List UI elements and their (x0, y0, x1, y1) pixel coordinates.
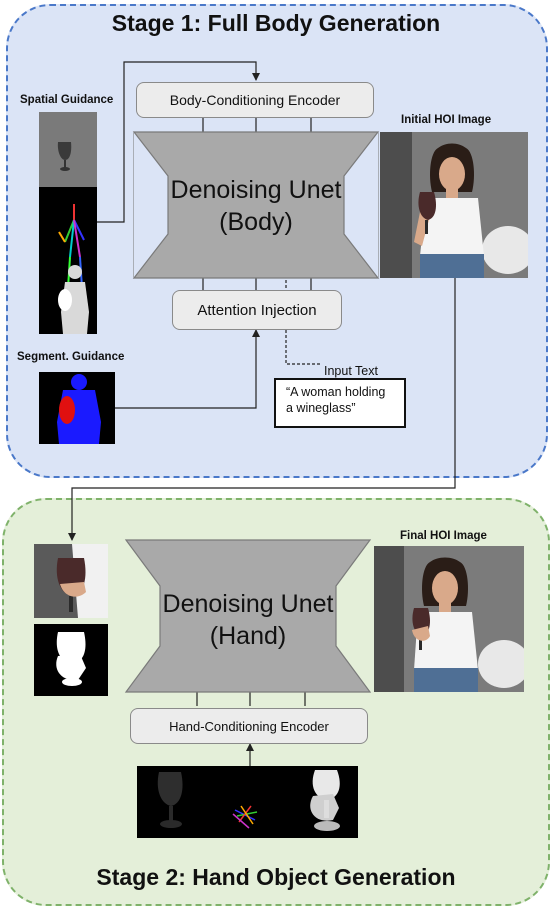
body-conditioning-encoder: Body-Conditioning Encoder (136, 82, 374, 118)
final-hoi-label: Final HOI Image (400, 530, 487, 542)
spatial-guidance-label: Spatial Guidance (20, 94, 114, 106)
hand-conditions-image (137, 766, 358, 838)
initial-hoi-label: Initial HOI Image (401, 114, 492, 126)
crop-hand-mask (34, 624, 108, 696)
unet-hand-sub: (Hand) (209, 622, 287, 650)
unet-hand-bowtie (124, 539, 372, 693)
unet-body-bowtie (132, 131, 380, 279)
attention-injection: Attention Injection (172, 290, 342, 330)
unet-hand-title: Denoising Unet (162, 590, 334, 618)
stage2-title: Stage 2: Hand Object Generation (96, 864, 456, 890)
initial-hoi-image (380, 132, 528, 278)
input-text-line2: a wineglass” (286, 401, 356, 415)
crop-hand-image (34, 544, 108, 618)
input-text-line1: “A woman holding (286, 385, 386, 399)
stage1-title: Stage 1: Full Body Generation (111, 10, 441, 36)
input-text-box: “A woman holding a wineglass” (274, 378, 406, 428)
segment-guidance-image (39, 372, 115, 444)
unet-body-sub: (Body) (219, 208, 293, 236)
hand-conditioning-encoder: Hand-Conditioning Encoder (130, 708, 368, 744)
input-text-label: Input Text (324, 364, 378, 378)
segment-guidance-label: Segment. Guidance (17, 351, 125, 363)
final-hoi-image (374, 546, 524, 692)
spatial-guidance-image (39, 112, 97, 334)
unet-body-title: Denoising Unet (170, 176, 342, 204)
